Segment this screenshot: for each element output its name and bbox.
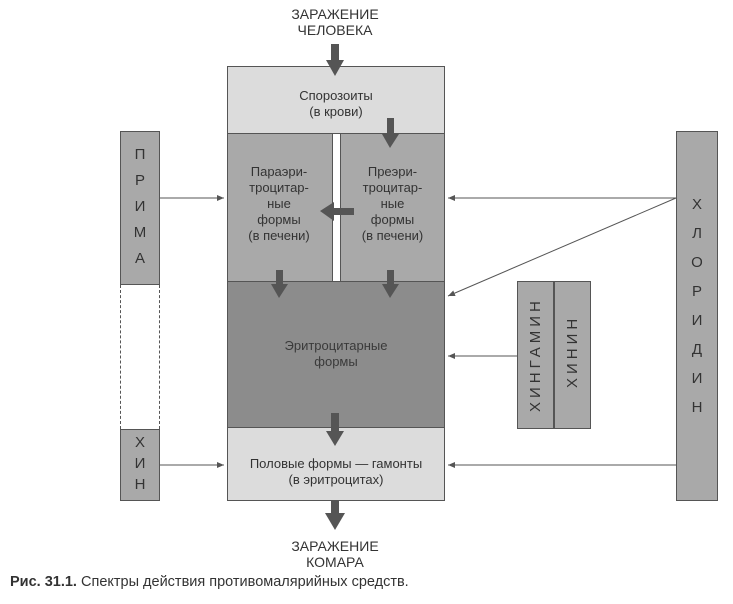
pre-to-para-arrow — [320, 202, 354, 221]
chloridine-letter: Л — [692, 225, 702, 242]
human-infection-label: ЗАРАЖЕНИЕ ЧЕЛОВЕКА — [291, 6, 379, 38]
chloridine-letter: И — [691, 370, 703, 387]
quinine-letter: И — [134, 455, 146, 472]
quinine-left-label: Х И Н — [120, 434, 160, 493]
mosquito-infection-label: ЗАРАЖЕНИЕ КОМАРА — [291, 538, 379, 570]
gamonts-sublabel: (в эритроцитах) — [288, 472, 384, 487]
primaquine-label: П Р И М А — [120, 146, 160, 267]
figure-caption-text: Спектры действия противомалярийных средс… — [76, 574, 409, 590]
paraerythrocytic-box — [227, 133, 333, 283]
erythrocytic-box — [227, 281, 445, 429]
primaquine-letter: М — [133, 224, 147, 241]
sporozoite-arrow — [382, 118, 399, 148]
chloridine-letter: И — [691, 312, 703, 329]
quinine-right-bar — [554, 281, 591, 429]
para-down-arrow — [271, 270, 288, 298]
figure-number: Рис. 31.1. — [10, 574, 77, 590]
quinine-letter: Х — [134, 434, 145, 451]
chloridine-letter: Д — [691, 341, 703, 358]
erythro-down-arrow — [326, 413, 344, 446]
chloridine-letter: Р — [691, 283, 702, 300]
erythrocytic-label: Эритроцитарные формы — [284, 338, 388, 369]
chingamin-bar — [517, 281, 554, 429]
primaquine-letter: П — [134, 146, 146, 163]
quinine-left-bar — [120, 429, 160, 501]
sporozoites-label: Спорозоиты (в крови) — [299, 88, 373, 119]
primaquine-bar — [120, 131, 160, 285]
chloridine-arrow-erythro — [447, 197, 677, 297]
chloridine-letter: Х — [691, 196, 702, 213]
primaquine-letter: А — [134, 250, 145, 267]
chloridine-letter: Н — [691, 399, 703, 416]
chloridine-letter: О — [691, 254, 703, 271]
preerythrocytic-box — [340, 133, 445, 283]
primaquine-letter: И — [134, 198, 146, 215]
primaquine-dashed-extension — [120, 285, 160, 429]
gamonts-label: Половые формы — гамонты — [249, 456, 423, 471]
chloridine-label: Х Л О Р И Д И Н — [676, 196, 718, 416]
paraerythrocytic-label: Параэри- троцитар- ные формы (в печени) — [248, 164, 310, 243]
figure-caption: Рис. 31.1. Спектры действия противомаляр… — [10, 574, 409, 590]
infection-arrow-in — [326, 44, 344, 76]
pre-down-arrow — [382, 270, 399, 298]
infection-arrow-out — [325, 500, 345, 530]
quinine-letter: Н — [134, 476, 146, 493]
preerythrocytic-label: Преэри- троцитар- ные формы (в печени) — [361, 164, 424, 243]
chloridine-bar — [676, 131, 718, 501]
sporozoites-box — [227, 66, 445, 134]
primaquine-letter: Р — [134, 172, 145, 189]
